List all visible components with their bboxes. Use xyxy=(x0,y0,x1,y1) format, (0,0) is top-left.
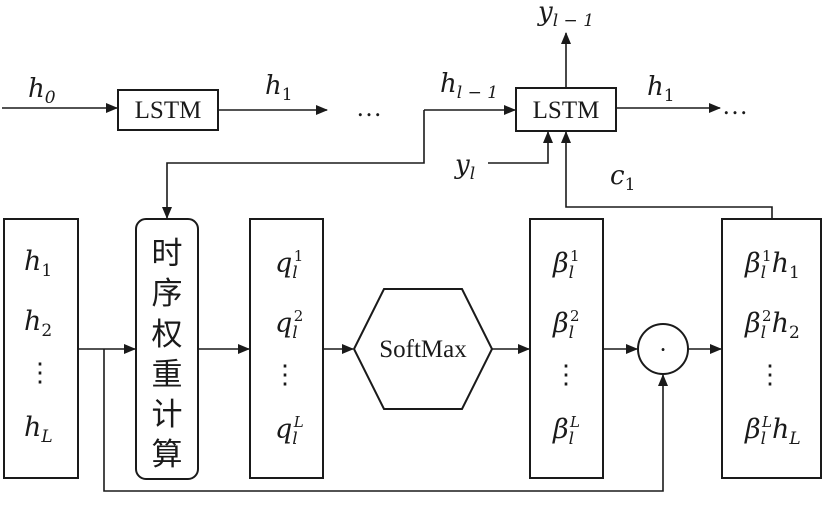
dot-operator: · xyxy=(659,337,667,364)
y-l-to-lstm2-arrow xyxy=(488,131,553,164)
y-prev-label: yl − 1 xyxy=(537,0,594,31)
ellipsis-top-2: … xyxy=(722,91,748,120)
h0-label: h0 xyxy=(28,74,56,108)
q-L: qlL xyxy=(275,413,304,449)
hidden-h2: h2 xyxy=(24,306,52,341)
lstm-label-1: LSTM xyxy=(135,97,202,124)
c1-label: c1 xyxy=(610,161,635,195)
hidden-hL: hL xyxy=(24,412,53,447)
reweight-char-5: 计 xyxy=(152,397,183,433)
beta-weights-box xyxy=(529,218,604,479)
q-vdots: ⋮ xyxy=(272,360,298,389)
reweight-char-3: 权 xyxy=(152,317,183,353)
softmax-label: SoftMax xyxy=(379,336,467,363)
h-prev-to-reweight-arrow xyxy=(162,110,425,219)
q-2: ql2 xyxy=(275,307,303,343)
h-prev-label: hl − 1 xyxy=(440,69,498,103)
weighted-1: βl1h1 xyxy=(744,247,800,283)
q-scores-box xyxy=(249,218,324,479)
weighted-vdots: ⋮ xyxy=(757,360,783,389)
beta-2: βl2 xyxy=(552,307,580,343)
h1-label-top-2: h1 xyxy=(647,72,675,106)
c1-to-lstm2-arrow xyxy=(561,131,773,218)
lstm-label-2: LSTM xyxy=(533,97,600,124)
weighted-hidden-box xyxy=(721,218,822,479)
beta-L: βlL xyxy=(552,413,580,449)
weighted-2: βl2h2 xyxy=(744,307,800,343)
reweight-char-4: 重 xyxy=(152,357,183,393)
hidden-vdots: ⋮ xyxy=(27,358,53,387)
weighted-L: βlLhL xyxy=(744,413,801,449)
q-1: ql1 xyxy=(275,247,303,283)
ellipsis-top-1: … xyxy=(356,93,382,122)
reweight-char-1: 时 xyxy=(152,236,183,272)
reweight-char-2: 序 xyxy=(152,276,183,312)
hidden-h1: h1 xyxy=(24,246,52,281)
beta-vdots: ⋮ xyxy=(553,360,579,389)
y-l-label: yl xyxy=(454,150,475,184)
beta-1: βl1 xyxy=(552,247,580,283)
hidden-bypass-to-dot-arrow xyxy=(103,349,668,492)
reweight-char-6: 算 xyxy=(152,437,183,473)
h1-label-top: h1 xyxy=(265,71,293,105)
